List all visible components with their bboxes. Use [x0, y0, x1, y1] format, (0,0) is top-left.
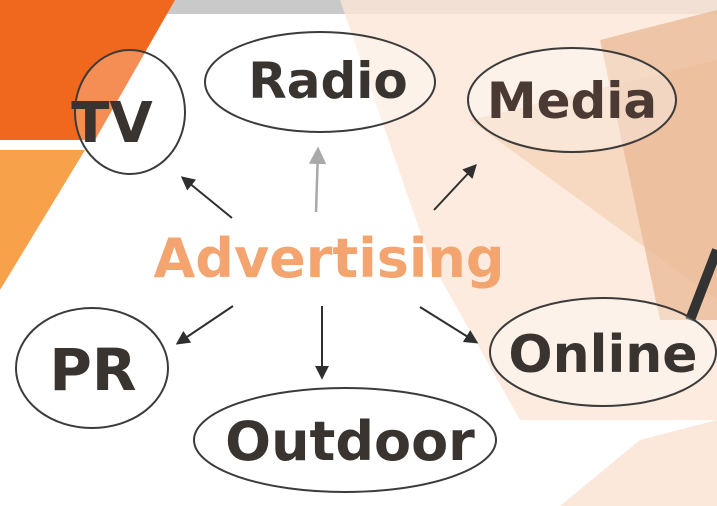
outdoor-ellipse — [193, 387, 497, 493]
outdoor-label: Outdoor — [225, 410, 475, 473]
arrow-to-radio — [308, 146, 327, 213]
arrow-to-pr — [175, 305, 234, 345]
node-tv: TV — [71, 49, 186, 175]
orange-triangle-left — [0, 150, 85, 290]
pr-label: PR — [49, 336, 136, 404]
peach-bottom — [560, 420, 717, 506]
node-pr: PR — [15, 307, 169, 429]
orange-triangle-top — [0, 0, 175, 140]
online-label: Online — [508, 325, 697, 385]
arrows — [175, 146, 479, 380]
radio-ellipse — [204, 31, 436, 133]
node-media: Media — [467, 47, 677, 153]
node-online: Online — [489, 297, 717, 407]
tv-label: TV — [71, 91, 153, 156]
center-label: Advertising — [154, 227, 505, 290]
center-node: Advertising — [154, 227, 505, 290]
radio-label: Radio — [248, 52, 408, 110]
pr-ellipse — [15, 307, 169, 429]
media-label: Media — [487, 72, 657, 130]
node-outdoor: Outdoor — [193, 387, 497, 493]
online-ellipse — [489, 297, 717, 407]
arrow-to-online — [419, 306, 479, 344]
node-radio: Radio — [204, 31, 436, 133]
media-ellipse — [467, 47, 677, 153]
hand-shape — [600, 10, 717, 320]
arrow-to-media — [433, 163, 477, 211]
arrow-to-tv — [180, 176, 233, 219]
tv-ellipse — [74, 49, 186, 175]
pen-shape — [685, 248, 717, 322]
